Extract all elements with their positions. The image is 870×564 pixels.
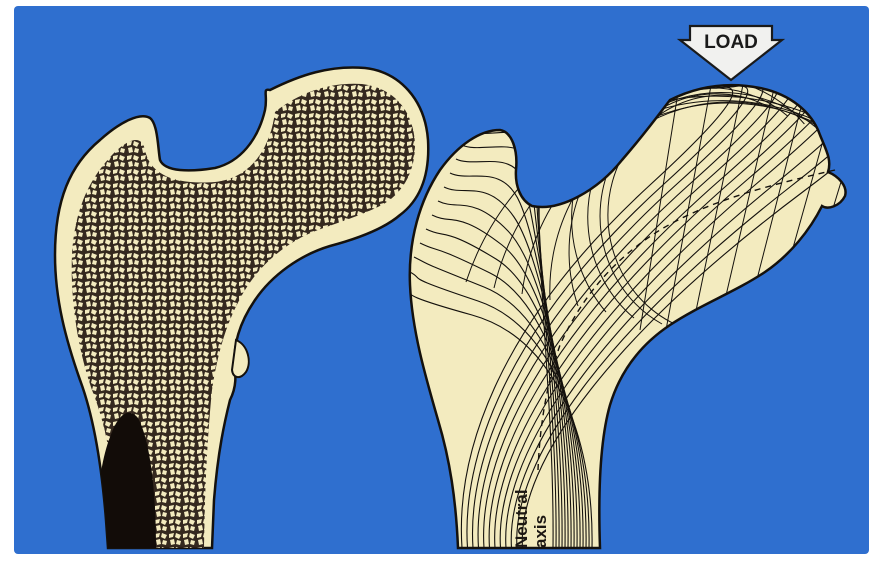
neutral-axis-label-line1: Neutral: [512, 489, 531, 548]
neutral-axis-label-line2: axis: [531, 515, 550, 548]
load-label: LOAD: [704, 32, 758, 53]
